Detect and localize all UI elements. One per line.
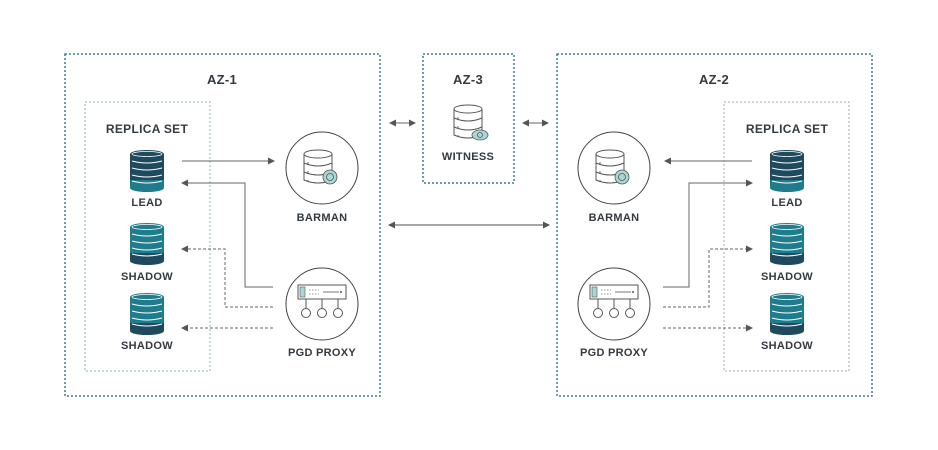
database-lead-icon — [129, 149, 165, 193]
database-shadow-icon — [769, 292, 805, 336]
database-shield-icon — [285, 131, 359, 205]
az2-shadow-label: SHADOW — [761, 271, 813, 283]
az2-title: AZ-2 — [698, 72, 730, 87]
az2-proxy-label: PGD PROXY — [579, 347, 649, 359]
az1-shadow-label: SHADOW — [121, 271, 173, 283]
az2-shadow-label: SHADOW — [761, 340, 813, 352]
witness-label: WITNESS — [441, 151, 495, 163]
proxy-to-shadow1-arrow — [663, 245, 753, 308]
proxy-server-icon — [285, 267, 359, 341]
az1-shadow-label: SHADOW — [121, 340, 173, 352]
database-shadow-icon — [129, 222, 165, 266]
az1-lead-label: LEAD — [131, 197, 163, 209]
database-lead-icon — [769, 149, 805, 193]
az1-replica-set-border — [84, 101, 211, 372]
az3-zone-border — [422, 53, 515, 184]
az1-replica-set-title: REPLICA SET — [105, 122, 189, 136]
az2-barman-label: BARMAN — [588, 212, 640, 224]
az2-zone-border — [556, 53, 873, 397]
az2-lead-label: LEAD — [771, 197, 803, 209]
proxy-to-shadow1-arrow — [181, 245, 273, 308]
az2-replica-set-border — [723, 101, 850, 372]
proxy-server-icon — [577, 267, 651, 341]
proxy-to-lead-arrow — [663, 179, 753, 288]
az2-replica-set-title: REPLICA SET — [745, 122, 829, 136]
database-shield-icon — [577, 131, 651, 205]
az1-barman-label: BARMAN — [296, 212, 348, 224]
database-shadow-icon — [129, 292, 165, 336]
database-shadow-icon — [769, 222, 805, 266]
proxy-to-lead-arrow — [181, 179, 273, 288]
az1-title: AZ-1 — [206, 72, 238, 87]
az1-proxy-label: PGD PROXY — [287, 347, 357, 359]
database-eye-icon — [453, 104, 489, 141]
az1-zone-border — [64, 53, 381, 397]
az3-title: AZ-3 — [452, 72, 484, 87]
